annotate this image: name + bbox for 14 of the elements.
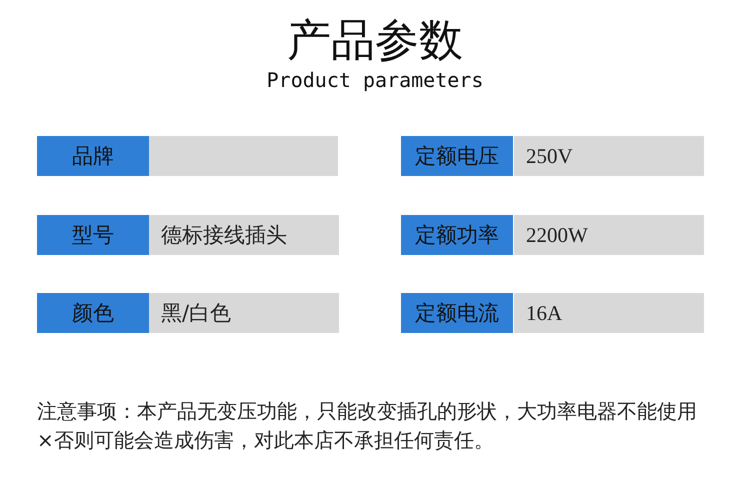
table-cell: 黑/白色 <box>149 293 339 333</box>
table-cell: 定额电流 <box>401 293 513 333</box>
table-cell: 2200W <box>514 215 704 255</box>
table-cell: 颜色 <box>37 293 149 333</box>
table-cell: 16A <box>514 293 704 333</box>
table-cell: 德标接线插头 <box>149 215 339 255</box>
table-cell: 定额功率 <box>401 215 513 255</box>
table-cell: 250V <box>514 136 704 176</box>
subtitle: Product parameters <box>266 68 484 92</box>
note-text: 注意事项：本产品无变压功能，只能改变插孔的形状，大功率电器不能使用×否则可能会造成伤害，对此本店不承担任何责任。 <box>37 398 698 454</box>
table-cell: 品牌 <box>37 136 149 176</box>
title: 产品参数 <box>286 14 464 68</box>
table-cell: 定额电压 <box>401 136 513 176</box>
table-cell: 型号 <box>37 215 149 255</box>
